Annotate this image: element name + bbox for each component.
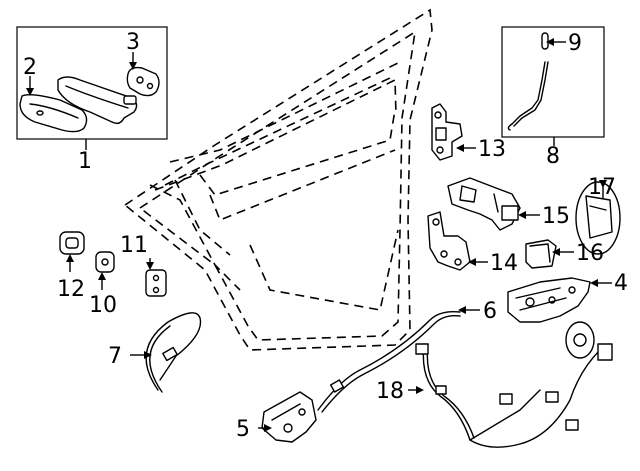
inside-handle-bracket-4 — [507, 277, 591, 323]
door-latch-5 — [261, 391, 317, 443]
striker-bracket-13 — [431, 103, 463, 161]
callout-10: 10 — [89, 293, 117, 318]
wiring-harness-18 — [415, 321, 613, 448]
callout-13: 13 — [478, 137, 506, 162]
plug-10 — [95, 251, 115, 273]
callout-14: 14 — [490, 251, 518, 276]
release-cable-6 — [317, 310, 461, 413]
plug-12 — [59, 231, 85, 255]
handle-kit-box — [16, 26, 168, 140]
callout-6: 6 — [483, 299, 497, 324]
callout-2: 2 — [23, 55, 37, 80]
callout-1: 1 — [78, 149, 92, 174]
callout-5: 5 — [236, 417, 250, 442]
callout-9: 9 — [568, 31, 582, 56]
callout-11: 11 — [120, 233, 148, 258]
callout-12: 12 — [57, 277, 85, 302]
pad-11 — [145, 269, 167, 297]
callout-7: 7 — [108, 344, 122, 369]
access-cover-17 — [575, 181, 621, 255]
door-check-15 — [447, 177, 521, 231]
callout-18: 18 — [376, 379, 404, 404]
callout-labels: 1 2 3 4 5 6 7 8 9 10 11 12 13 14 15 16 1… — [23, 30, 628, 442]
rear-door-outline — [124, 8, 433, 351]
callout-3: 3 — [126, 30, 140, 55]
lock-rod — [507, 61, 549, 131]
rod-kit-box — [501, 26, 605, 138]
callout-17: 17 — [588, 175, 616, 200]
release-cable-7 — [145, 312, 202, 393]
callout-4: 4 — [614, 271, 628, 296]
callout-8: 8 — [546, 144, 560, 169]
handle-gasket — [126, 66, 160, 97]
door-hinge-14 — [427, 211, 471, 271]
outer-handle-cap — [19, 93, 88, 133]
rod-clip — [541, 32, 549, 50]
door-bumper-16 — [525, 239, 557, 269]
callout-15: 15 — [542, 204, 570, 229]
leader-lines — [26, 38, 612, 432]
outer-handle — [57, 76, 138, 125]
callout-16: 16 — [576, 241, 604, 266]
